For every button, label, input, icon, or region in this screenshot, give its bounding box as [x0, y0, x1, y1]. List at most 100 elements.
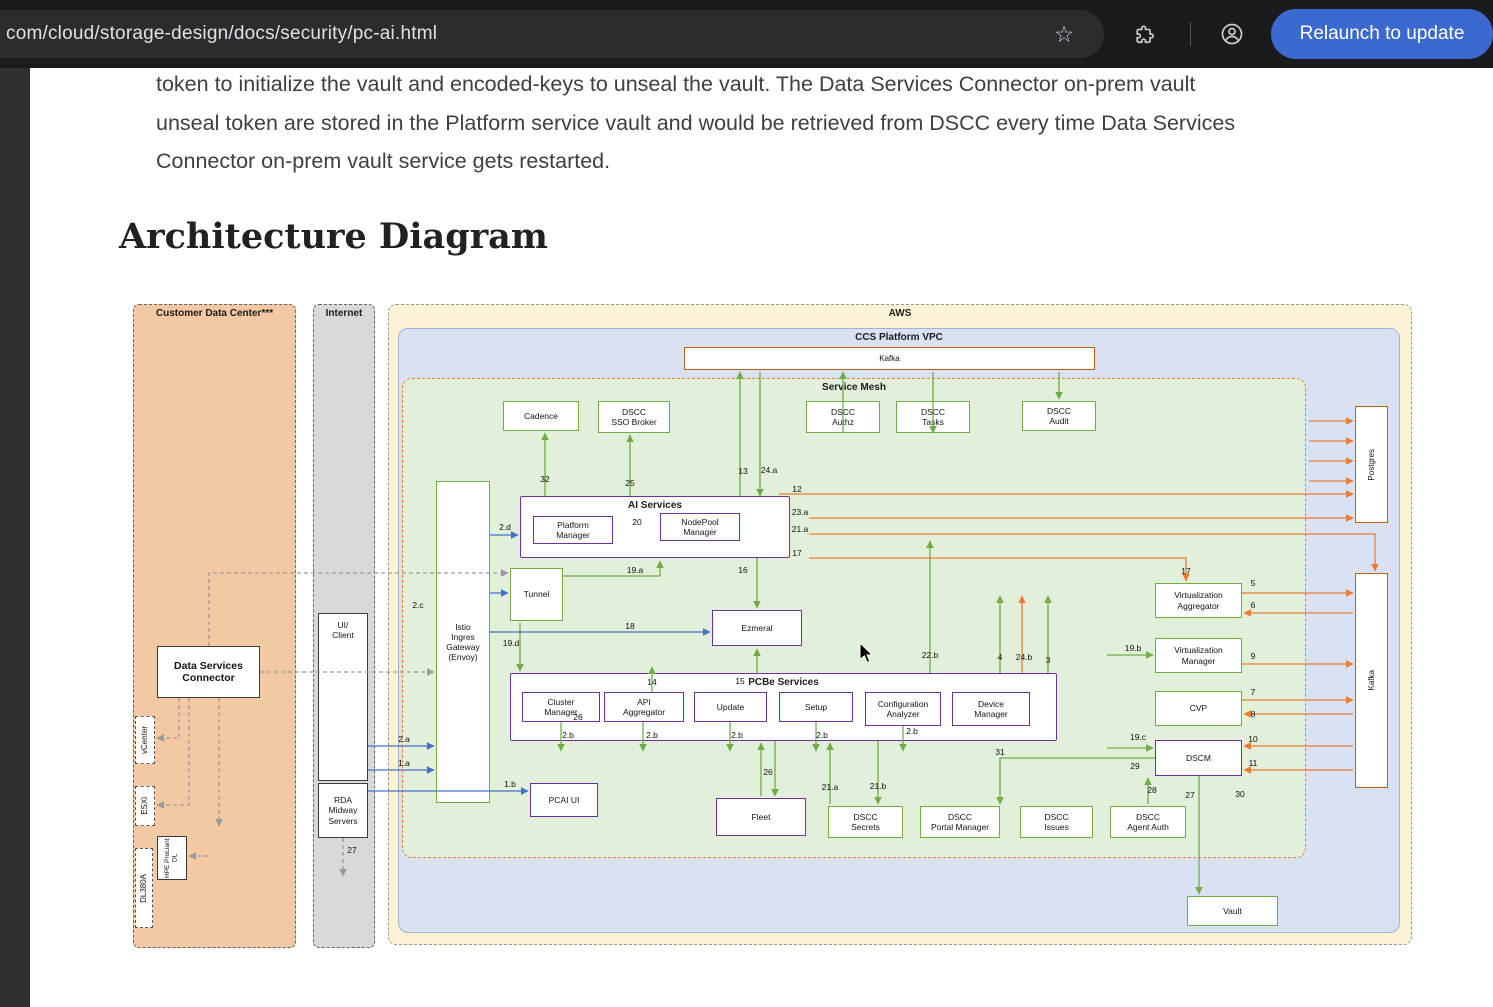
- dscc-issues: DSCC Issues: [1020, 806, 1093, 838]
- edge-label: 24.a: [760, 465, 778, 475]
- edge-label: 19.d: [502, 638, 520, 648]
- profile-icon[interactable]: [1216, 18, 1248, 50]
- edge-label: 7: [1250, 687, 1256, 697]
- address-bar[interactable]: com/cloud/storage-design/docs/security/p…: [0, 10, 1104, 58]
- edge-label: 25: [625, 478, 635, 488]
- device-manager: Device Manager: [952, 692, 1030, 726]
- ai-services-label: AI Services: [628, 500, 682, 511]
- edge-label: 20: [632, 517, 642, 527]
- aws-label: AWS: [888, 308, 912, 319]
- update: Update: [694, 692, 767, 722]
- edge-label: 27: [1185, 790, 1195, 800]
- ezmeral: Ezmeral: [712, 610, 802, 646]
- browser-chrome: com/cloud/storage-design/docs/security/p…: [0, 0, 1493, 68]
- dscc-tasks: DSCC Tasks: [896, 401, 970, 433]
- edge-label: 22.b: [921, 650, 939, 660]
- relaunch-button[interactable]: Relaunch to update: [1271, 9, 1493, 59]
- edge-label: 2.b: [562, 730, 574, 740]
- postgres: Postgres: [1355, 406, 1388, 523]
- edge-label: 30: [1235, 789, 1245, 799]
- toolbar-divider: [1190, 22, 1191, 46]
- edge-label: 8: [1250, 709, 1256, 719]
- dscc-portal-manager: DSCC Portal Manager: [920, 806, 1000, 838]
- dscc-audit: DSCC Audit: [1022, 401, 1096, 431]
- edge-label: 26: [573, 712, 583, 722]
- star-icon[interactable]: ☆: [1053, 20, 1075, 47]
- edge-label: 12: [792, 484, 802, 494]
- paragraph-line: token to initialize the vault and encode…: [156, 72, 1196, 96]
- service-mesh-label: Service Mesh: [822, 382, 886, 393]
- edge-label: 16: [738, 565, 748, 575]
- cadence: Cadence: [503, 401, 579, 431]
- edge-label: 3: [1045, 655, 1051, 665]
- dscc-secrets: DSCC Secrets: [828, 806, 903, 838]
- rda-midway-servers: RDA Midway Servers: [318, 783, 368, 838]
- edge-label: 17: [1181, 566, 1191, 576]
- kafka-top: Kafka: [684, 347, 1095, 370]
- internet-label: Internet: [325, 308, 363, 319]
- edge-label: 15: [735, 676, 745, 686]
- edge-label: 19.b: [1124, 643, 1142, 653]
- edge-label: 18: [625, 621, 635, 631]
- edge-label: 32: [540, 474, 550, 484]
- edge-label: 19.c: [1129, 732, 1147, 742]
- edge-label: 2.b: [646, 730, 658, 740]
- edge-label: 31: [995, 747, 1005, 757]
- kafka-right: Kafka: [1355, 573, 1388, 788]
- nodepool-manager: NodePool Manager: [660, 513, 740, 541]
- edge-label: 2.b: [906, 726, 918, 736]
- pcbe-services-label: PCBe Services: [748, 677, 819, 688]
- edge-label: 29: [1130, 761, 1140, 771]
- page-title: Architecture Diagram: [119, 216, 548, 257]
- setup: Setup: [779, 692, 853, 722]
- url-text: com/cloud/storage-design/docs/security/p…: [6, 23, 438, 44]
- ccs-platform-vpc-label: CCS Platform VPC: [855, 332, 943, 343]
- ui-client: UI/ Client: [318, 613, 368, 781]
- virtualization-manager: Virtualization Manager: [1155, 638, 1242, 673]
- edge-label: 14: [647, 677, 657, 687]
- platform-manager: Platform Manager: [533, 516, 613, 544]
- paragraph-line: unseal token are stored in the Platform …: [156, 110, 1236, 135]
- edge-label: 13: [738, 466, 748, 476]
- extensions-icon[interactable]: [1129, 18, 1161, 50]
- pcai-ui: PCAI UI: [530, 783, 598, 817]
- edge-label: 2.a: [398, 734, 410, 744]
- fleet: Fleet: [716, 798, 806, 836]
- tunnel: Tunnel: [510, 568, 563, 621]
- edge-label: 5: [1250, 578, 1256, 588]
- edge-label: 28: [1147, 785, 1157, 795]
- edge-label: 21.a: [791, 524, 809, 534]
- architecture-diagram: Customer Data Center*** Internet AWS CCS Pl…: [119, 293, 1412, 955]
- edge-label: 4: [997, 652, 1003, 662]
- paragraph-line: Connector on-prem vault service gets res…: [156, 149, 611, 173]
- customer-data-center-label: Customer Data Center***: [155, 308, 274, 319]
- left-edge-strip: [0, 68, 30, 1007]
- edge-label: 17: [792, 548, 802, 558]
- edge-label: 1.a: [398, 758, 410, 768]
- edge-label: 11: [1248, 758, 1258, 768]
- edge-label: 1.b: [504, 779, 516, 789]
- esxi: ESXi: [135, 786, 155, 826]
- dscc-authz: DSCC Authz: [806, 401, 880, 433]
- hpe-proliant: HPE ProLiant DL: [157, 836, 187, 880]
- dscc-sso-broker: DSCC SSO Broker: [598, 401, 670, 433]
- edge-label: 2.c: [412, 600, 424, 610]
- edge-label: 2.d: [499, 522, 511, 532]
- configuration-analyzer: Configuration Analyzer: [865, 692, 941, 726]
- edge-label: 10: [1248, 734, 1258, 744]
- edge-label: 6: [1250, 600, 1256, 610]
- edge-label: 2.b: [731, 730, 743, 740]
- edge-label: 19.a: [626, 565, 644, 575]
- edge-label: 9: [1250, 651, 1256, 661]
- dscc-agent-auth: DSCC Agent Auth: [1110, 806, 1186, 838]
- edge-label: 26: [763, 767, 773, 777]
- edge-label: 2.b: [816, 730, 828, 740]
- edge-label: 27: [347, 845, 357, 855]
- virtualization-aggregator: Virtualization Aggregator: [1155, 583, 1242, 618]
- istio-ingres-gateway: Istio Ingres Gateway (Envoy): [436, 481, 490, 803]
- api-aggregator: API Aggregator: [604, 692, 684, 722]
- document-page: token to initialize the vault and encode…: [30, 68, 1493, 1007]
- edge-label: 23.a: [791, 507, 809, 517]
- dl380a: DL380A: [135, 848, 153, 928]
- vault: Vault: [1187, 896, 1278, 926]
